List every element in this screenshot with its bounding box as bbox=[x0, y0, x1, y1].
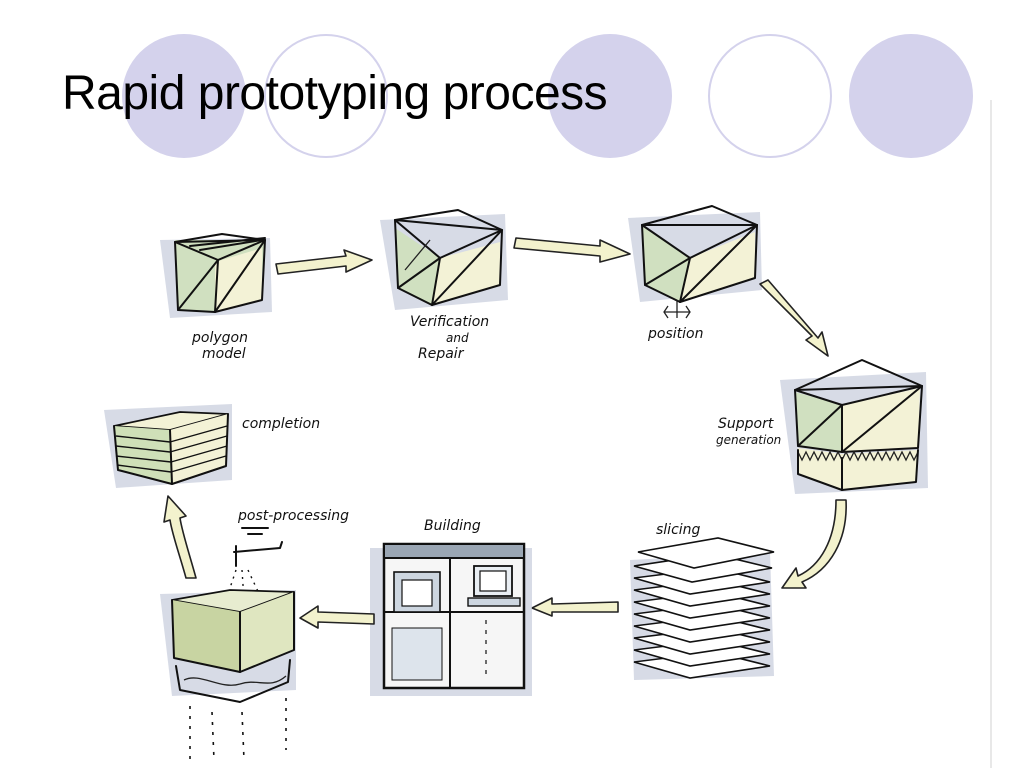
support-label-line2: generation bbox=[716, 433, 781, 447]
arrow-postprocessing-to-completion bbox=[163, 495, 197, 579]
verification-cube bbox=[380, 209, 508, 310]
arrow-building-to-postprocessing bbox=[299, 605, 375, 629]
completion-block bbox=[104, 404, 232, 488]
arrow-verification-to-position bbox=[513, 237, 631, 263]
verification-label-line3: Repair bbox=[418, 346, 465, 362]
slide-title: Rapid prototyping process bbox=[62, 67, 608, 120]
arrow-slicing-to-building bbox=[531, 597, 619, 617]
header-circle-outline-2 bbox=[708, 34, 832, 158]
building-label: Building bbox=[424, 518, 481, 534]
polygon-label-line2: model bbox=[202, 346, 246, 362]
header-circle-outline-1 bbox=[264, 34, 388, 158]
verification-label-line1: Verification bbox=[410, 314, 489, 330]
header-circle-filled-3 bbox=[849, 34, 973, 158]
post-processing-tank bbox=[160, 527, 296, 761]
polygon-label-line1: polygon bbox=[191, 330, 248, 346]
support-label-line1: Support bbox=[718, 416, 774, 432]
position-label: position bbox=[647, 326, 703, 342]
polygon-model-cube bbox=[160, 233, 272, 318]
header-circle-filled-1 bbox=[122, 34, 246, 158]
support-generation-cube bbox=[780, 359, 928, 494]
arrow-position-to-support bbox=[759, 279, 829, 357]
post-processing-label: post-processing bbox=[237, 508, 349, 524]
arrow-support-to-slicing bbox=[781, 499, 847, 589]
verification-label-line2: and bbox=[446, 331, 469, 345]
header-circle-filled-2 bbox=[548, 34, 672, 158]
header-circles bbox=[122, 34, 973, 158]
slicing-label: slicing bbox=[656, 522, 701, 538]
position-cube bbox=[628, 205, 762, 319]
arrow-polygon-to-verification bbox=[275, 249, 373, 275]
building-machine bbox=[370, 542, 532, 696]
completion-label: completion bbox=[242, 416, 320, 432]
slicing-stack bbox=[630, 537, 775, 680]
